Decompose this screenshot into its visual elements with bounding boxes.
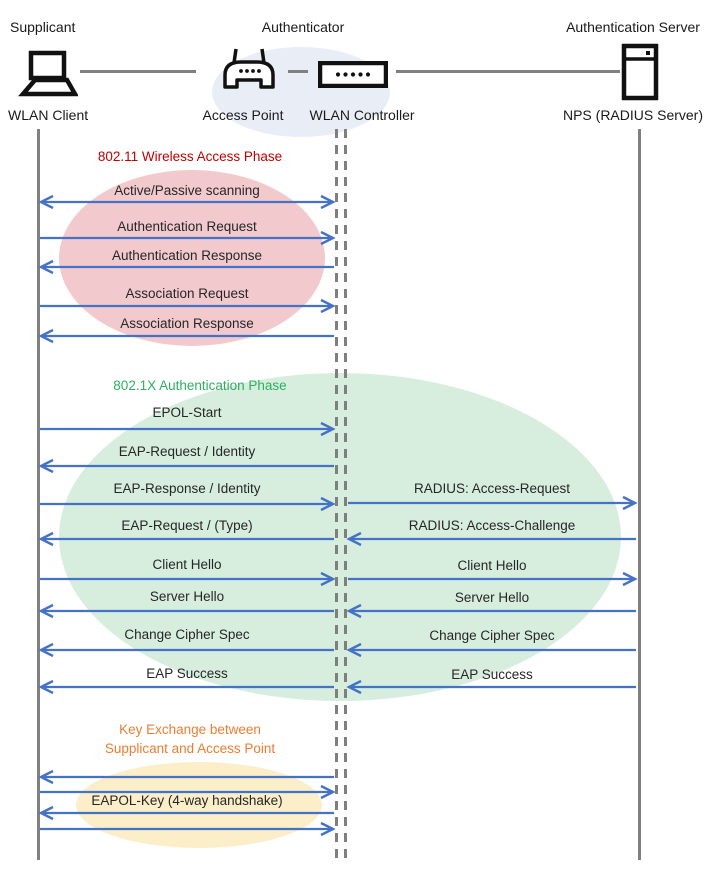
message-label: Server Hello <box>454 590 530 605</box>
connector-controller-server <box>396 70 620 73</box>
lifeline-wlan-controller-right <box>344 129 347 860</box>
controller-box-icon <box>318 61 388 88</box>
message-arrow <box>40 571 336 587</box>
message-arrow <box>346 642 636 658</box>
lifeline-wlan-controller-left <box>335 129 338 860</box>
message-arrow <box>38 679 334 695</box>
wireless-router-icon <box>223 48 275 89</box>
message-arrow <box>40 298 336 314</box>
message-arrow <box>346 531 636 547</box>
connector-ap-controller <box>288 70 308 73</box>
message-label: Change Cipher Spec <box>124 627 250 642</box>
message-label: Client Hello <box>457 558 527 573</box>
phase-key-exchange-title-line1: Key Exchange between <box>119 722 261 737</box>
connector-client-ap <box>80 70 196 73</box>
message-arrow <box>40 784 336 800</box>
device-label-wlan-client: WLAN Client <box>8 107 89 123</box>
message-arrow <box>38 259 334 275</box>
message-arrow <box>40 821 336 837</box>
message-arrow <box>348 495 638 511</box>
phase-8021x-title: 802.1X Authentication Phase <box>113 378 287 393</box>
message-label: EAP Success <box>146 666 228 681</box>
message-label: Association Response <box>120 316 254 331</box>
message-label: Server Hello <box>149 589 225 604</box>
message-label: RADIUS: Access-Request <box>413 481 571 496</box>
message-label: Association Request <box>125 286 249 301</box>
message-arrow <box>346 603 636 619</box>
message-label: Change Cipher Spec <box>429 628 555 643</box>
server-icon <box>621 43 659 101</box>
phase-80211-title: 802.11 Wireless Access Phase <box>97 149 283 164</box>
message-label: Authentication Request <box>117 219 257 234</box>
phase-8021x-ellipse <box>59 373 621 701</box>
message-arrow <box>38 458 334 474</box>
role-supplicant: Supplicant <box>10 19 76 35</box>
message-arrow <box>38 194 336 210</box>
message-arrow <box>38 328 334 344</box>
device-label-access-point: Access Point <box>202 107 284 123</box>
lifeline-nps-server <box>638 129 641 860</box>
message-arrow <box>38 805 334 821</box>
role-authenticator: Authenticator <box>261 19 345 35</box>
phase-key-exchange-title: Key Exchange between Supplicant and Acce… <box>40 720 340 758</box>
laptop-icon <box>18 50 78 97</box>
message-label: Active/Passive scanning <box>114 183 260 198</box>
device-label-wlan-controller: WLAN Controller <box>309 107 415 123</box>
message-arrow <box>40 496 336 512</box>
message-arrow <box>38 603 334 619</box>
message-label: EAP Success <box>451 667 533 682</box>
message-label: EAPOL-Key (4-way handshake) <box>91 793 283 808</box>
message-arrow <box>348 571 638 587</box>
message-label: EPOL-Start <box>152 405 222 420</box>
message-label: EAP-Request / (Type) <box>121 518 253 533</box>
message-arrow <box>40 421 336 437</box>
message-label: EAP-Request / Identity <box>118 444 256 459</box>
message-arrow <box>38 531 334 547</box>
device-label-nps-radius-server: NPS (RADIUS Server) <box>562 107 704 123</box>
message-label: RADIUS: Access-Challenge <box>408 518 576 533</box>
message-label: Client Hello <box>152 557 222 572</box>
message-label: EAP-Response / Identity <box>113 481 261 496</box>
message-arrow <box>38 642 334 658</box>
phase-80211-ellipse <box>59 170 325 346</box>
message-arrow <box>38 769 334 785</box>
phase-key-exchange-title-line2: Supplicant and Access Point <box>104 741 276 756</box>
lifeline-wlan-client <box>37 129 40 860</box>
role-authentication-server: Authentication Server <box>566 19 700 35</box>
message-label: Authentication Response <box>111 248 263 263</box>
message-arrow <box>40 230 336 246</box>
message-arrow <box>346 679 636 695</box>
